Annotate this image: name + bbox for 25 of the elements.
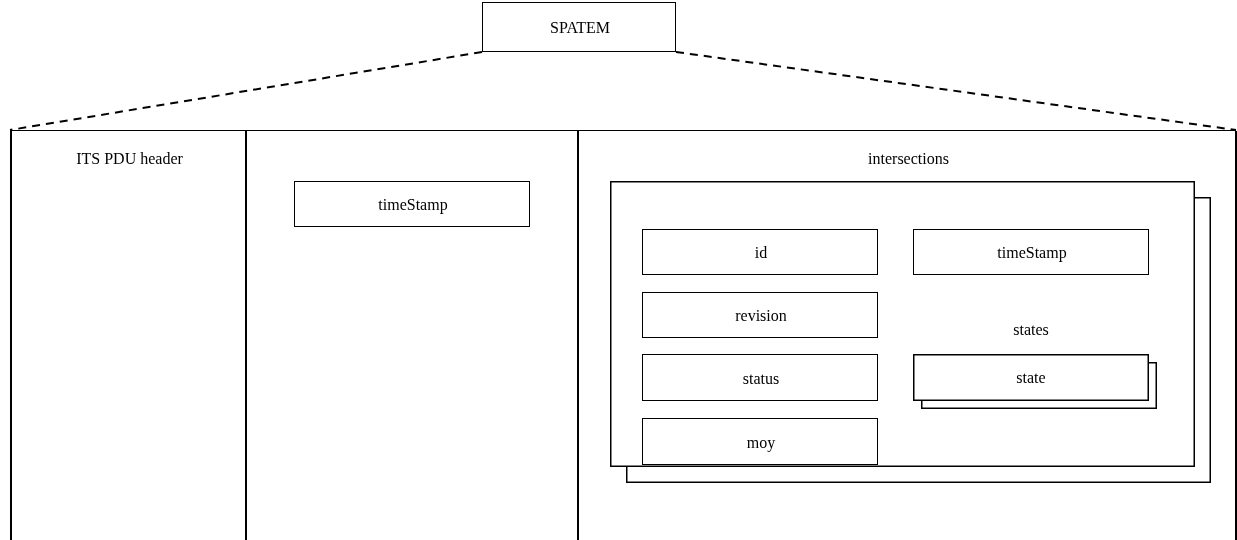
field-name: status: [741, 368, 781, 389]
field-box: [642, 229, 878, 275]
field-column: [246, 131, 578, 540]
field-box: [642, 354, 878, 401]
field-name: timeStamp: [377, 195, 449, 215]
field-box: [913, 229, 1149, 275]
field-box: [294, 181, 530, 227]
field-name: timeStamp: [996, 243, 1068, 263]
field-name: id: [753, 243, 769, 263]
header-column: [11, 131, 246, 540]
field-name: state: [1015, 367, 1047, 388]
stacked-list-box: [610, 181, 1211, 483]
list-title: states: [1012, 320, 1050, 340]
field-name: SPATEM: [549, 18, 611, 38]
field-box: [642, 418, 878, 465]
expansion-line: [675, 51, 1237, 131]
message-container: [10, 130, 1236, 540]
section-title: intersections: [867, 149, 950, 169]
expansion-line: [9, 51, 483, 131]
field-name: moy: [745, 432, 777, 453]
intersections-column: [578, 131, 1237, 540]
field-box: [642, 292, 878, 338]
field-name: revision: [734, 306, 788, 326]
message-box: [482, 2, 676, 52]
section-title: ITS PDU header: [75, 149, 184, 169]
